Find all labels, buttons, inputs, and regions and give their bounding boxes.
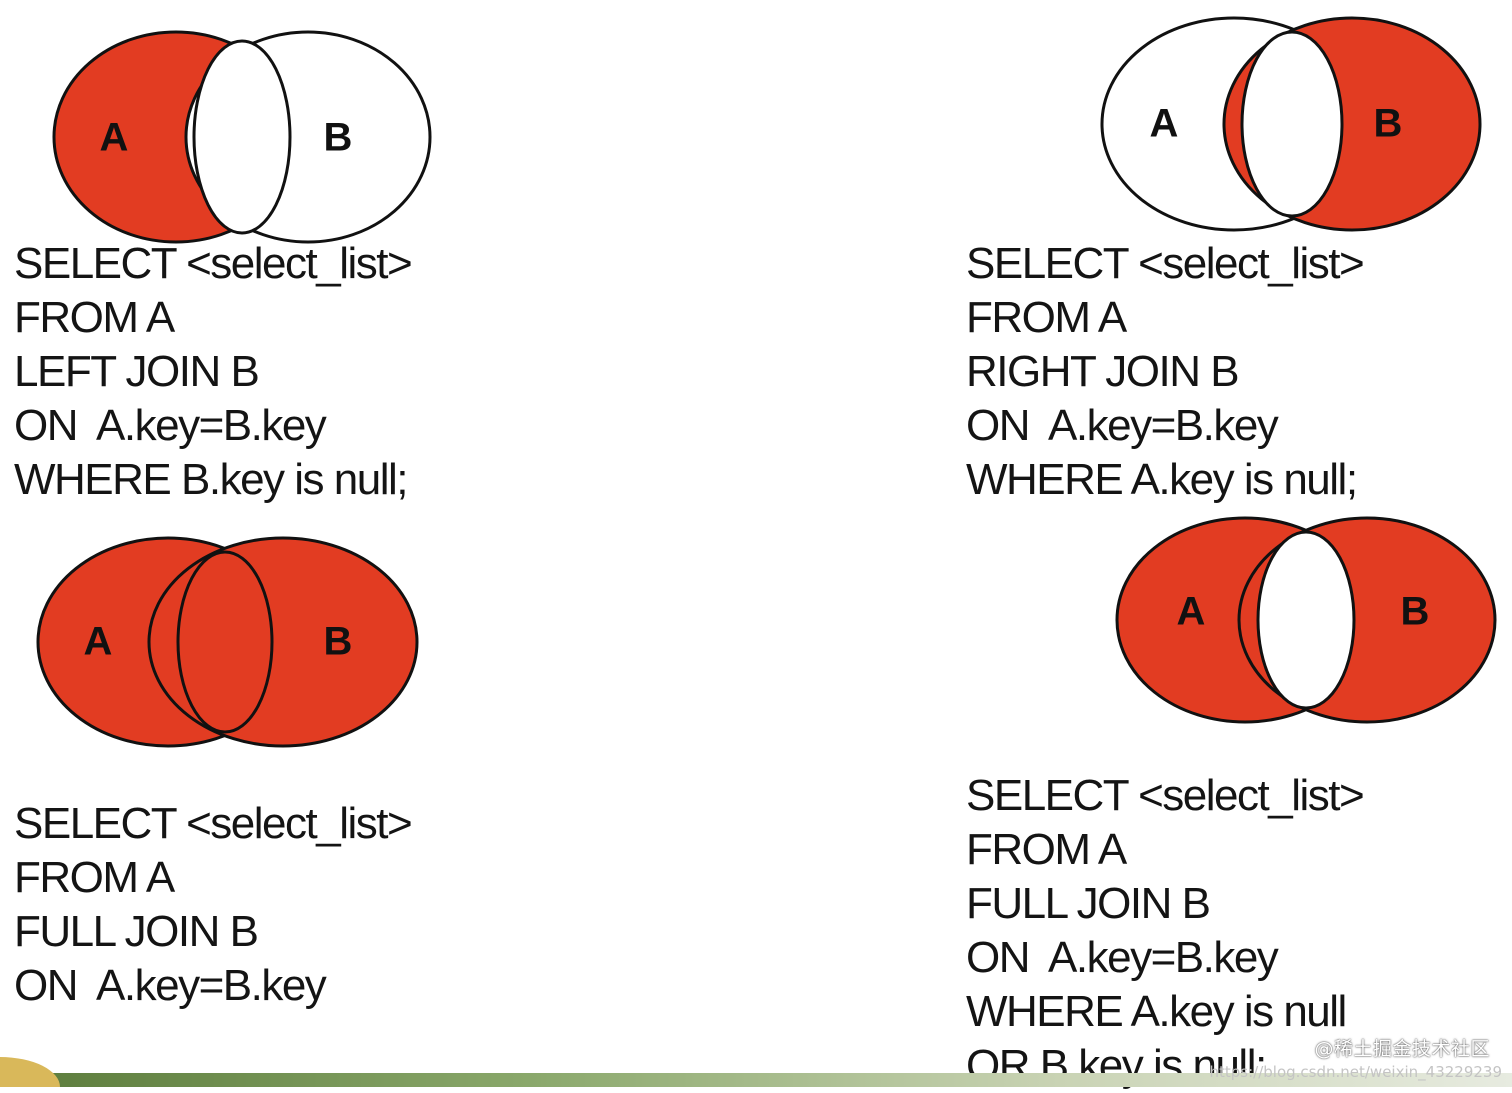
sql-code-full-join-excluding: SELECT <select_list> FROM A FULL JOIN B ON … — [966, 769, 1365, 1093]
sql-line: SELECT <select_list> — [14, 799, 413, 848]
venn-label-a: A — [100, 116, 129, 160]
watermark-url: https://blog.csdn.net/weixin_43229239 — [1209, 1063, 1502, 1081]
sql-line: SELECT <select_list> — [14, 239, 413, 288]
venn-label-a: A — [1150, 102, 1179, 146]
venn-diagram-left-join-excluding: A B — [52, 30, 432, 244]
venn-label-b: B — [324, 620, 353, 664]
venn-diagram-right-join-excluding: A B — [1100, 16, 1482, 232]
sql-line: FULL JOIN B — [14, 907, 259, 956]
sql-line: WHERE A.key is null — [966, 987, 1347, 1036]
sql-line: WHERE B.key is null; — [14, 455, 408, 504]
sql-line: RIGHT JOIN B — [966, 347, 1240, 396]
venn-diagram-full-join: A B — [36, 536, 419, 748]
sql-line: SELECT <select_list> — [966, 239, 1365, 288]
sql-line: FULL JOIN B — [966, 879, 1211, 928]
slide-footer-band — [0, 1073, 1512, 1087]
venn-label-b: B — [324, 116, 353, 160]
sql-line: FROM A — [14, 293, 175, 342]
sql-line: FROM A — [966, 293, 1127, 342]
sql-line: LEFT JOIN B — [14, 347, 260, 396]
sql-code-full-join: SELECT <select_list> FROM A FULL JOIN B ON … — [14, 797, 413, 1013]
venn-label-a: A — [1177, 590, 1206, 634]
venn-intersection — [1256, 530, 1356, 710]
venn-intersection — [176, 550, 274, 734]
sql-line: FROM A — [966, 825, 1127, 874]
sql-line: ON A.key=B.key — [966, 401, 1279, 450]
sql-code-right-join-excluding: SELECT <select_list> FROM A RIGHT JOIN B ON… — [966, 237, 1365, 507]
sql-line: SELECT <select_list> — [966, 771, 1365, 820]
sql-code-left-join-excluding: SELECT <select_list> FROM A LEFT JOIN B ON … — [14, 237, 413, 507]
sql-line: ON A.key=B.key — [14, 961, 327, 1010]
venn-diagram-full-join-excluding: A B — [1115, 516, 1497, 724]
venn-label-b: B — [1401, 590, 1430, 634]
watermark-text: @稀土掘金技术社区 — [1314, 1038, 1490, 1060]
sql-line: WHERE A.key is null; — [966, 455, 1358, 504]
venn-intersection — [192, 39, 292, 235]
sql-line: ON A.key=B.key — [966, 933, 1279, 982]
venn-label-b: B — [1374, 102, 1403, 146]
venn-intersection — [1240, 30, 1344, 218]
sql-line: ON A.key=B.key — [14, 401, 327, 450]
slide-footer-curve — [0, 1057, 60, 1087]
sql-line: FROM A — [14, 853, 175, 902]
venn-label-a: A — [84, 620, 113, 664]
